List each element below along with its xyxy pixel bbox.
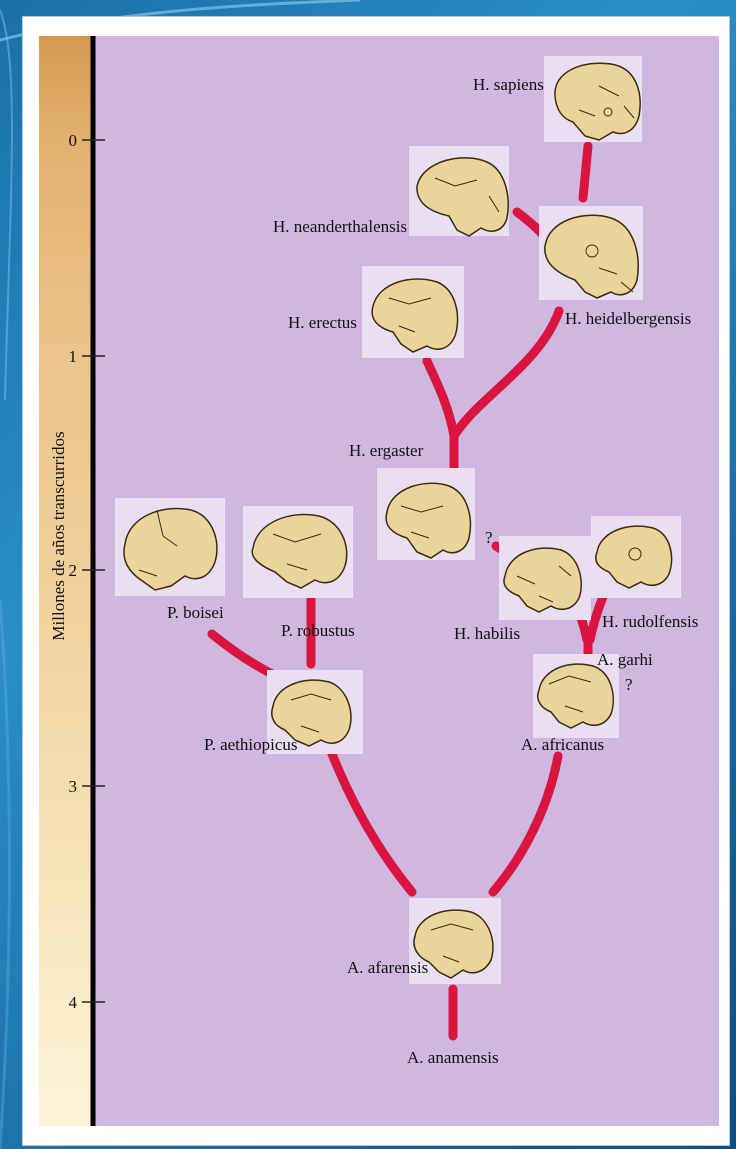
uncertain-mark-ergaster-habilis: ? xyxy=(485,528,493,547)
axis-title: Millones de años transcurridos xyxy=(49,431,68,640)
label-h-rudolfensis: H. rudolfensis xyxy=(602,612,698,631)
label-h-neanderthalensis: H. neanderthalensis xyxy=(273,217,407,236)
label-h-ergaster: H. ergaster xyxy=(349,441,424,460)
skull-h-habilis xyxy=(499,536,591,620)
label-a-anamensis: A. anamensis xyxy=(407,1048,499,1067)
label-h-heidelbergensis: H. heidelbergensis xyxy=(565,309,691,328)
label-a-africanus: A. africanus xyxy=(521,735,604,754)
label-h-sapiens: H. sapiens xyxy=(473,75,544,94)
label-p-aethiopicus: P. aethiopicus xyxy=(204,735,298,754)
tick-label-3: 3 xyxy=(69,777,78,796)
label-a-garhi: A. garhi xyxy=(597,650,653,669)
tick-label-4: 4 xyxy=(69,993,78,1012)
skull-p-boisei xyxy=(115,498,225,596)
skull-h-sapiens xyxy=(544,56,642,142)
skull-h-rudolfensis xyxy=(591,516,681,598)
label-a-afarensis: A. afarensis xyxy=(347,958,428,977)
skull-h-neanderthalensis xyxy=(409,146,509,236)
skull-p-robustus xyxy=(243,506,353,598)
phylogeny-diagram: Millones de años transcurridos 0 1 2 3 4 xyxy=(39,36,719,1126)
label-h-erectus: H. erectus xyxy=(288,313,357,332)
branch-heidelbergensis-sapiens xyxy=(583,146,588,198)
skull-h-ergaster xyxy=(377,468,475,560)
uncertain-mark-garhi: ? xyxy=(625,675,633,694)
label-h-habilis: H. habilis xyxy=(454,624,520,643)
tick-label-0: 0 xyxy=(69,131,78,150)
tick-label-1: 1 xyxy=(69,347,78,366)
label-p-robustus: P. robustus xyxy=(281,621,355,640)
skull-h-heidelbergensis xyxy=(539,206,643,300)
label-p-boisei: P. boisei xyxy=(167,603,224,622)
skull-h-erectus xyxy=(362,266,464,358)
tick-label-2: 2 xyxy=(69,561,78,580)
